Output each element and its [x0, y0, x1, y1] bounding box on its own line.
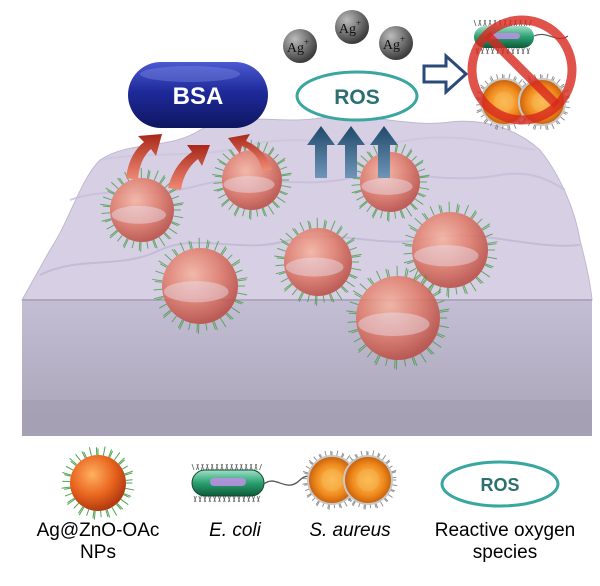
legend-ros-line1: Reactive oxygen [434, 520, 576, 541]
blue-up-arrow-2 [337, 126, 365, 178]
silver-ion: Ag+ [283, 29, 317, 63]
legend-np-icon [61, 446, 135, 520]
bsa-protein: BSA [128, 62, 268, 128]
silver-ion: Ag+ [335, 10, 369, 44]
blue-up-arrow-3 [370, 126, 398, 178]
ion-label: Ag+ [287, 37, 309, 56]
legend-saureus-label: S. aureus [309, 520, 391, 541]
legend-ecoli-icon [191, 463, 317, 503]
ros-bubble: ROS [295, 70, 419, 122]
legend-ros-line2: species [472, 542, 538, 563]
bsa-capsule [128, 62, 268, 128]
inhibited-bacteria [467, 15, 577, 131]
bsa-label: BSA [173, 83, 224, 110]
ros-label: ROS [334, 86, 380, 109]
embedded-nanoparticle [152, 237, 248, 334]
legend-np-line2: NPs [80, 542, 116, 563]
ros-ellipse [295, 70, 419, 122]
red-arrow-right [228, 134, 272, 170]
silver-ions: Ag+ Ag+ Ag+ [283, 10, 413, 63]
embedded-nanoparticle [274, 217, 362, 306]
legend-saureus-icon [302, 450, 398, 510]
bsa-highlight [140, 66, 240, 82]
embedded-nanoparticle [100, 167, 184, 252]
legend-ros-symbol: ROS [480, 475, 519, 495]
blue-up-arrow-1 [307, 126, 335, 178]
legend-ros-icon: ROS [440, 460, 560, 508]
red-arrow-middle [168, 145, 210, 190]
red-arrow-left [126, 134, 162, 180]
silver-ion: Ag+ [379, 26, 413, 60]
hollow-arrow [422, 52, 469, 96]
ros-generation-arrows [307, 126, 398, 178]
legend-ecoli-label: E. coli [209, 520, 261, 541]
embedded-nanoparticle [350, 141, 430, 222]
legend-ros-label: Reactive oxygen species [420, 520, 590, 564]
embedded-nanoparticle [402, 201, 498, 298]
legend-np-label: Ag@ZnO-OAc NPs [18, 520, 178, 564]
substrate-bottom-band [22, 400, 592, 436]
legend: ROS [61, 446, 560, 520]
ion-label: Ag+ [383, 34, 405, 53]
bsa-release-arrows [126, 134, 272, 190]
legend-np-line1: Ag@ZnO-OAc [36, 520, 160, 541]
embedded-nanoparticle [346, 265, 450, 370]
embedded-nanoparticles [100, 139, 498, 370]
forbidden-sign-icon [467, 15, 577, 125]
ion-label: Ag+ [339, 18, 361, 37]
